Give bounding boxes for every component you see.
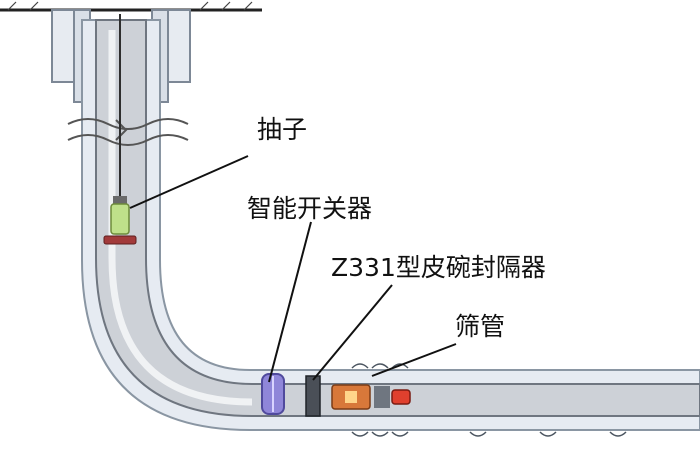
label-packer: Z331型皮碗封隔器 — [331, 253, 546, 282]
label-smart-switch: 智能开关器 — [247, 194, 373, 223]
label-screen-pipe: 筛管 — [455, 312, 506, 341]
label-swab: 抽子 — [257, 115, 308, 144]
swab-tool — [103, 196, 137, 245]
screen-pipe — [351, 363, 627, 437]
smart-switch-tool — [261, 373, 285, 415]
packer-tool — [305, 375, 371, 417]
ground-hatch — [7, 1, 253, 11]
leader-lines — [129, 155, 457, 383]
